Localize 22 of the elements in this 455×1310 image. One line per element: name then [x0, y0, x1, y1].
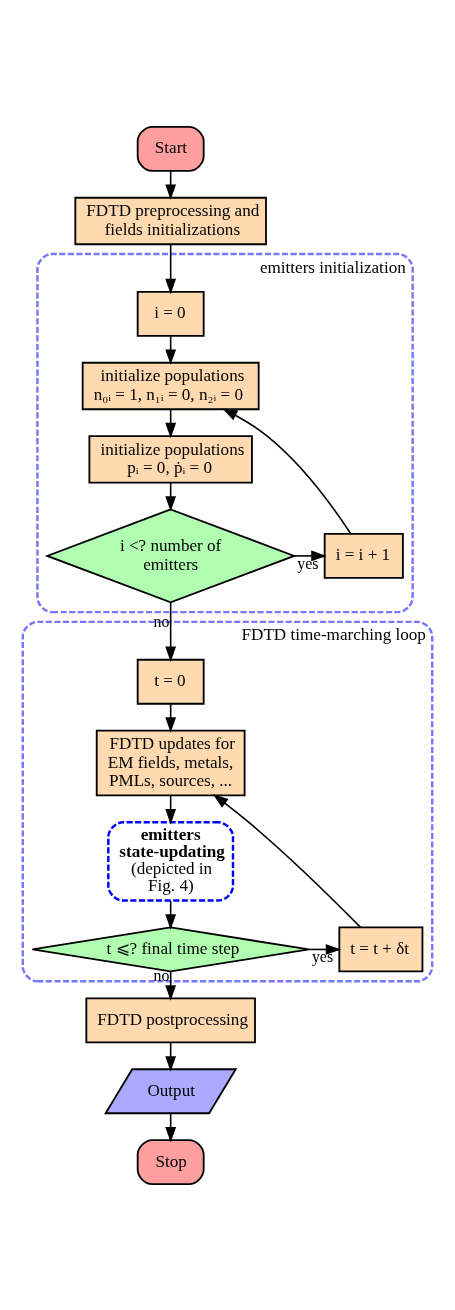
node-box: FDTD preprocessing and fields initializations	[74, 196, 267, 245]
edge-label: yes	[311, 947, 334, 965]
node-box: FDTD updates for EM fields, metals, PMLs, sources, ...	[95, 729, 246, 796]
arrow	[165, 243, 177, 294]
node-box: i = 0	[136, 290, 205, 337]
arrow	[165, 601, 177, 662]
node-diamond: i <? number of emitters	[44, 507, 297, 603]
node-box: Stop	[136, 1138, 205, 1185]
arrow	[222, 407, 352, 534]
node-box: t = 0	[136, 658, 205, 705]
node-box: FDTD postprocessing	[85, 996, 256, 1043]
arrow	[212, 793, 362, 928]
node-box: i = i + 1	[323, 532, 404, 579]
node-box: t = t + δt	[338, 926, 424, 972]
node-box: initialize populations pᵢ = 0, ṗᵢ = 0	[88, 434, 253, 483]
node-box: initialize populations n₀ᵢ = 1, n₁ᵢ = 0, n₂ᵢ = 0	[81, 361, 260, 410]
node-box: emitters state-updating (depicted in Fig. 4)	[107, 820, 235, 902]
edge-label: yes	[297, 554, 319, 572]
edge-label: no	[153, 612, 170, 630]
node-box: Start	[136, 125, 205, 172]
node-diamond: t ⩽? final time step	[31, 926, 310, 972]
arrow	[293, 550, 327, 561]
